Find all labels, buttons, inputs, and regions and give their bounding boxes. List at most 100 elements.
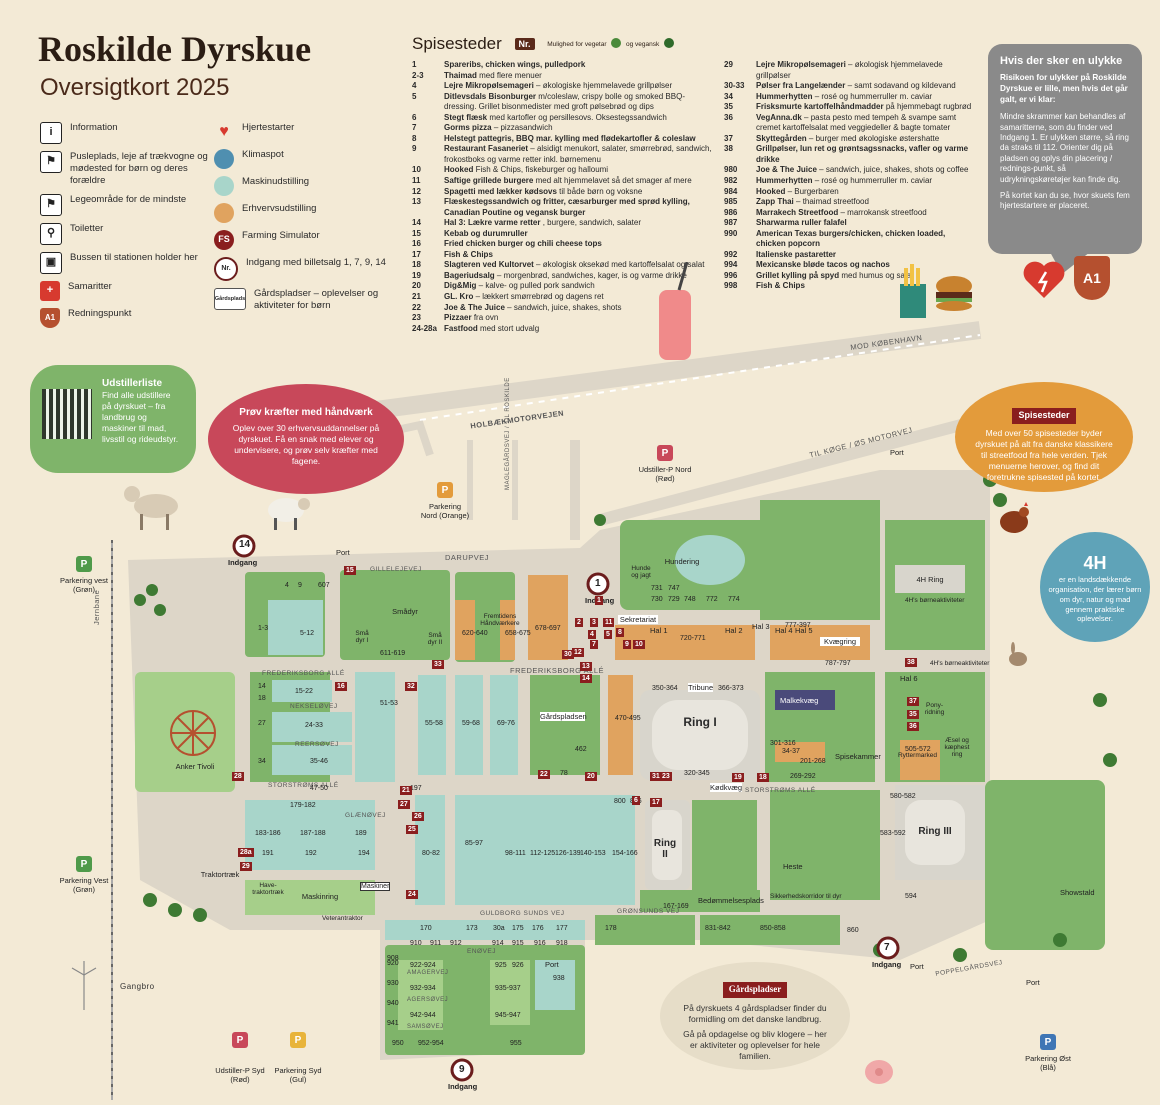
food-pin[interactable]: 9 (623, 640, 631, 649)
food-number: 987 (724, 218, 738, 228)
food-detail: – samt sodavand og kildevand (847, 81, 956, 91)
food-description: Spareribs, chicken wings, pulledpork (444, 60, 585, 71)
entrance-label: Indgang (228, 558, 258, 567)
spisesteder-bubble[interactable]: Spisesteder Med over 50 spisesteder byde… (955, 382, 1133, 492)
klima-icon (214, 149, 234, 169)
parking-vest[interactable]: P Parkering vest (Grøn) (54, 556, 114, 594)
stand-number: 126-139 (555, 850, 581, 857)
food-pin[interactable]: 24 (406, 890, 418, 899)
gaard-bubble[interactable]: Gårdspladser På dyrskuets 4 gårdspladser… (660, 962, 850, 1070)
food-detail: med alt hjemmelavet så det smager af mer… (535, 176, 692, 186)
food-description: Hooked Fish & Chips, fiskeburger og hall… (444, 165, 608, 176)
stand-number: 772 (706, 596, 718, 603)
food-pin[interactable]: 31 (650, 772, 662, 781)
stand-number: 15-22 (295, 688, 313, 695)
food-number: 7 (412, 123, 417, 133)
food-pin[interactable]: 15 (344, 566, 356, 575)
parking-oest[interactable]: P Parkering Øst (Blå) (1018, 1034, 1078, 1072)
food-pin[interactable]: 21 (400, 786, 412, 795)
fs-icon: FS (214, 230, 234, 250)
food-pin[interactable]: 27 (398, 800, 410, 809)
food-pin[interactable]: 28 (232, 772, 244, 781)
food-pin[interactable]: 3 (590, 618, 598, 627)
stand-number: 932-934 (410, 985, 436, 992)
bedoemmelse-label: Bedømmelsesplads (698, 896, 764, 905)
food-pin[interactable]: 36 (907, 722, 919, 731)
food-pin[interactable]: 11 (603, 618, 615, 627)
stand-number: 731 (651, 585, 663, 592)
stand-number: 942-944 (410, 1012, 436, 1019)
food-number: 9 (412, 144, 417, 154)
food-number: 15 (412, 228, 421, 238)
food-pin[interactable]: 17 (650, 798, 662, 807)
road-agersoe: AGERSØVEJ (407, 997, 449, 1003)
food-pin[interactable]: 4 (588, 630, 596, 639)
food-pin[interactable]: 1 (595, 596, 603, 605)
4h-bubble[interactable]: 4H er en landsdækkende organisation, der… (1040, 532, 1150, 642)
food-name: VegAnna.dk (756, 112, 802, 122)
food-pin[interactable]: 8 (616, 628, 624, 637)
food-name: Italienske pastaretter (756, 249, 837, 259)
food-name: Marrakech Streetfood (756, 207, 839, 217)
udstiller-bubble[interactable]: Udstillerliste Find alle udstillere på d… (30, 365, 196, 473)
food-detail: – thaimad streetfood (796, 197, 869, 207)
food-detail: – Burgerbaren (787, 186, 839, 196)
parking-syd[interactable]: P Parkering Syd (Gul) (268, 1032, 328, 1084)
food-pin[interactable]: 16 (335, 682, 347, 691)
food-number: 30-33 (724, 81, 745, 91)
stand-number: 730 (651, 596, 663, 603)
food-pin[interactable]: 35 (907, 710, 919, 719)
food-detail: – rosé og hummerruller m. caviar (814, 176, 933, 186)
veg-note: Mulighed for vegetar (547, 41, 607, 48)
food-pin[interactable]: 32 (405, 682, 417, 691)
food-pin[interactable]: 18 (757, 773, 769, 782)
grdsplads-icon: Gårdsplads (214, 288, 246, 310)
food-pin[interactable]: 25 (406, 825, 418, 834)
parking-nord[interactable]: P Parkering Nord (Orange) (420, 482, 470, 520)
road-nekselo: NEKSELØVEJ (290, 703, 338, 710)
food-pin[interactable]: 5 (604, 630, 612, 639)
food-description: Kebab og durumruller (444, 229, 528, 240)
parking-udstiller-syd[interactable]: P Udstiller-P Syd (Rød) (210, 1032, 270, 1084)
4h-logo: 4H (1083, 553, 1107, 573)
food-detail: – sandwich, juice, shakes, shots og coff… (819, 165, 969, 175)
food-pin[interactable]: 26 (412, 812, 424, 821)
food-name: Restaurant Fasaneriet (444, 144, 529, 154)
heart-icon (1023, 261, 1065, 298)
road-samsoe: SAMSØVEJ (407, 1024, 444, 1030)
food-pin[interactable]: 28a (238, 848, 254, 857)
food-detail: – kalve- og pulled pork sandwich (478, 281, 595, 291)
food-pin[interactable]: 33 (432, 660, 444, 669)
food-pin[interactable]: 29 (240, 862, 252, 871)
food-pin[interactable]: 14 (580, 674, 592, 683)
stand-number: 366-373 (718, 685, 744, 692)
food-pin[interactable]: 20 (585, 772, 597, 781)
food-pin[interactable]: 13 (580, 662, 592, 671)
food-description: Lejre Mikropølsemageri – økologisk hjemm… (756, 60, 974, 81)
food-pin[interactable]: 22 (538, 770, 550, 779)
food-description: Ditlevsdals Bisonburger m/coleslaw, cris… (444, 92, 712, 113)
stand-number: 916 (534, 940, 546, 947)
food-pin[interactable]: 23 (660, 772, 672, 781)
food-description: Gorms pizza – pizzasandwich (444, 123, 553, 134)
stand-number: 505-572 (905, 746, 931, 753)
food-pin[interactable]: 12 (572, 648, 584, 657)
food-pin[interactable]: 7 (590, 640, 598, 649)
food-pin[interactable]: 30 (562, 650, 574, 659)
parking-udstiller-nord[interactable]: P Udstiller-P Nord (Rød) (630, 445, 700, 483)
food-pin[interactable]: 37 (907, 697, 919, 706)
parking-icon: P (657, 445, 673, 461)
food-pin[interactable]: 10 (633, 640, 645, 649)
food-pin[interactable]: 2 (575, 618, 583, 627)
food-pin[interactable]: 6 (632, 796, 640, 805)
food-pin[interactable]: 19 (732, 773, 744, 782)
food-pin[interactable]: 38 (905, 658, 917, 667)
parking-icon: P (232, 1032, 248, 1048)
stand-number: 183-186 (255, 830, 281, 837)
parking-vest-2[interactable]: P Parkering Vest (Grøn) (54, 856, 114, 894)
kraefter-bubble[interactable]: Prøv kræfter med håndværk Oplev over 30 … (208, 384, 404, 494)
